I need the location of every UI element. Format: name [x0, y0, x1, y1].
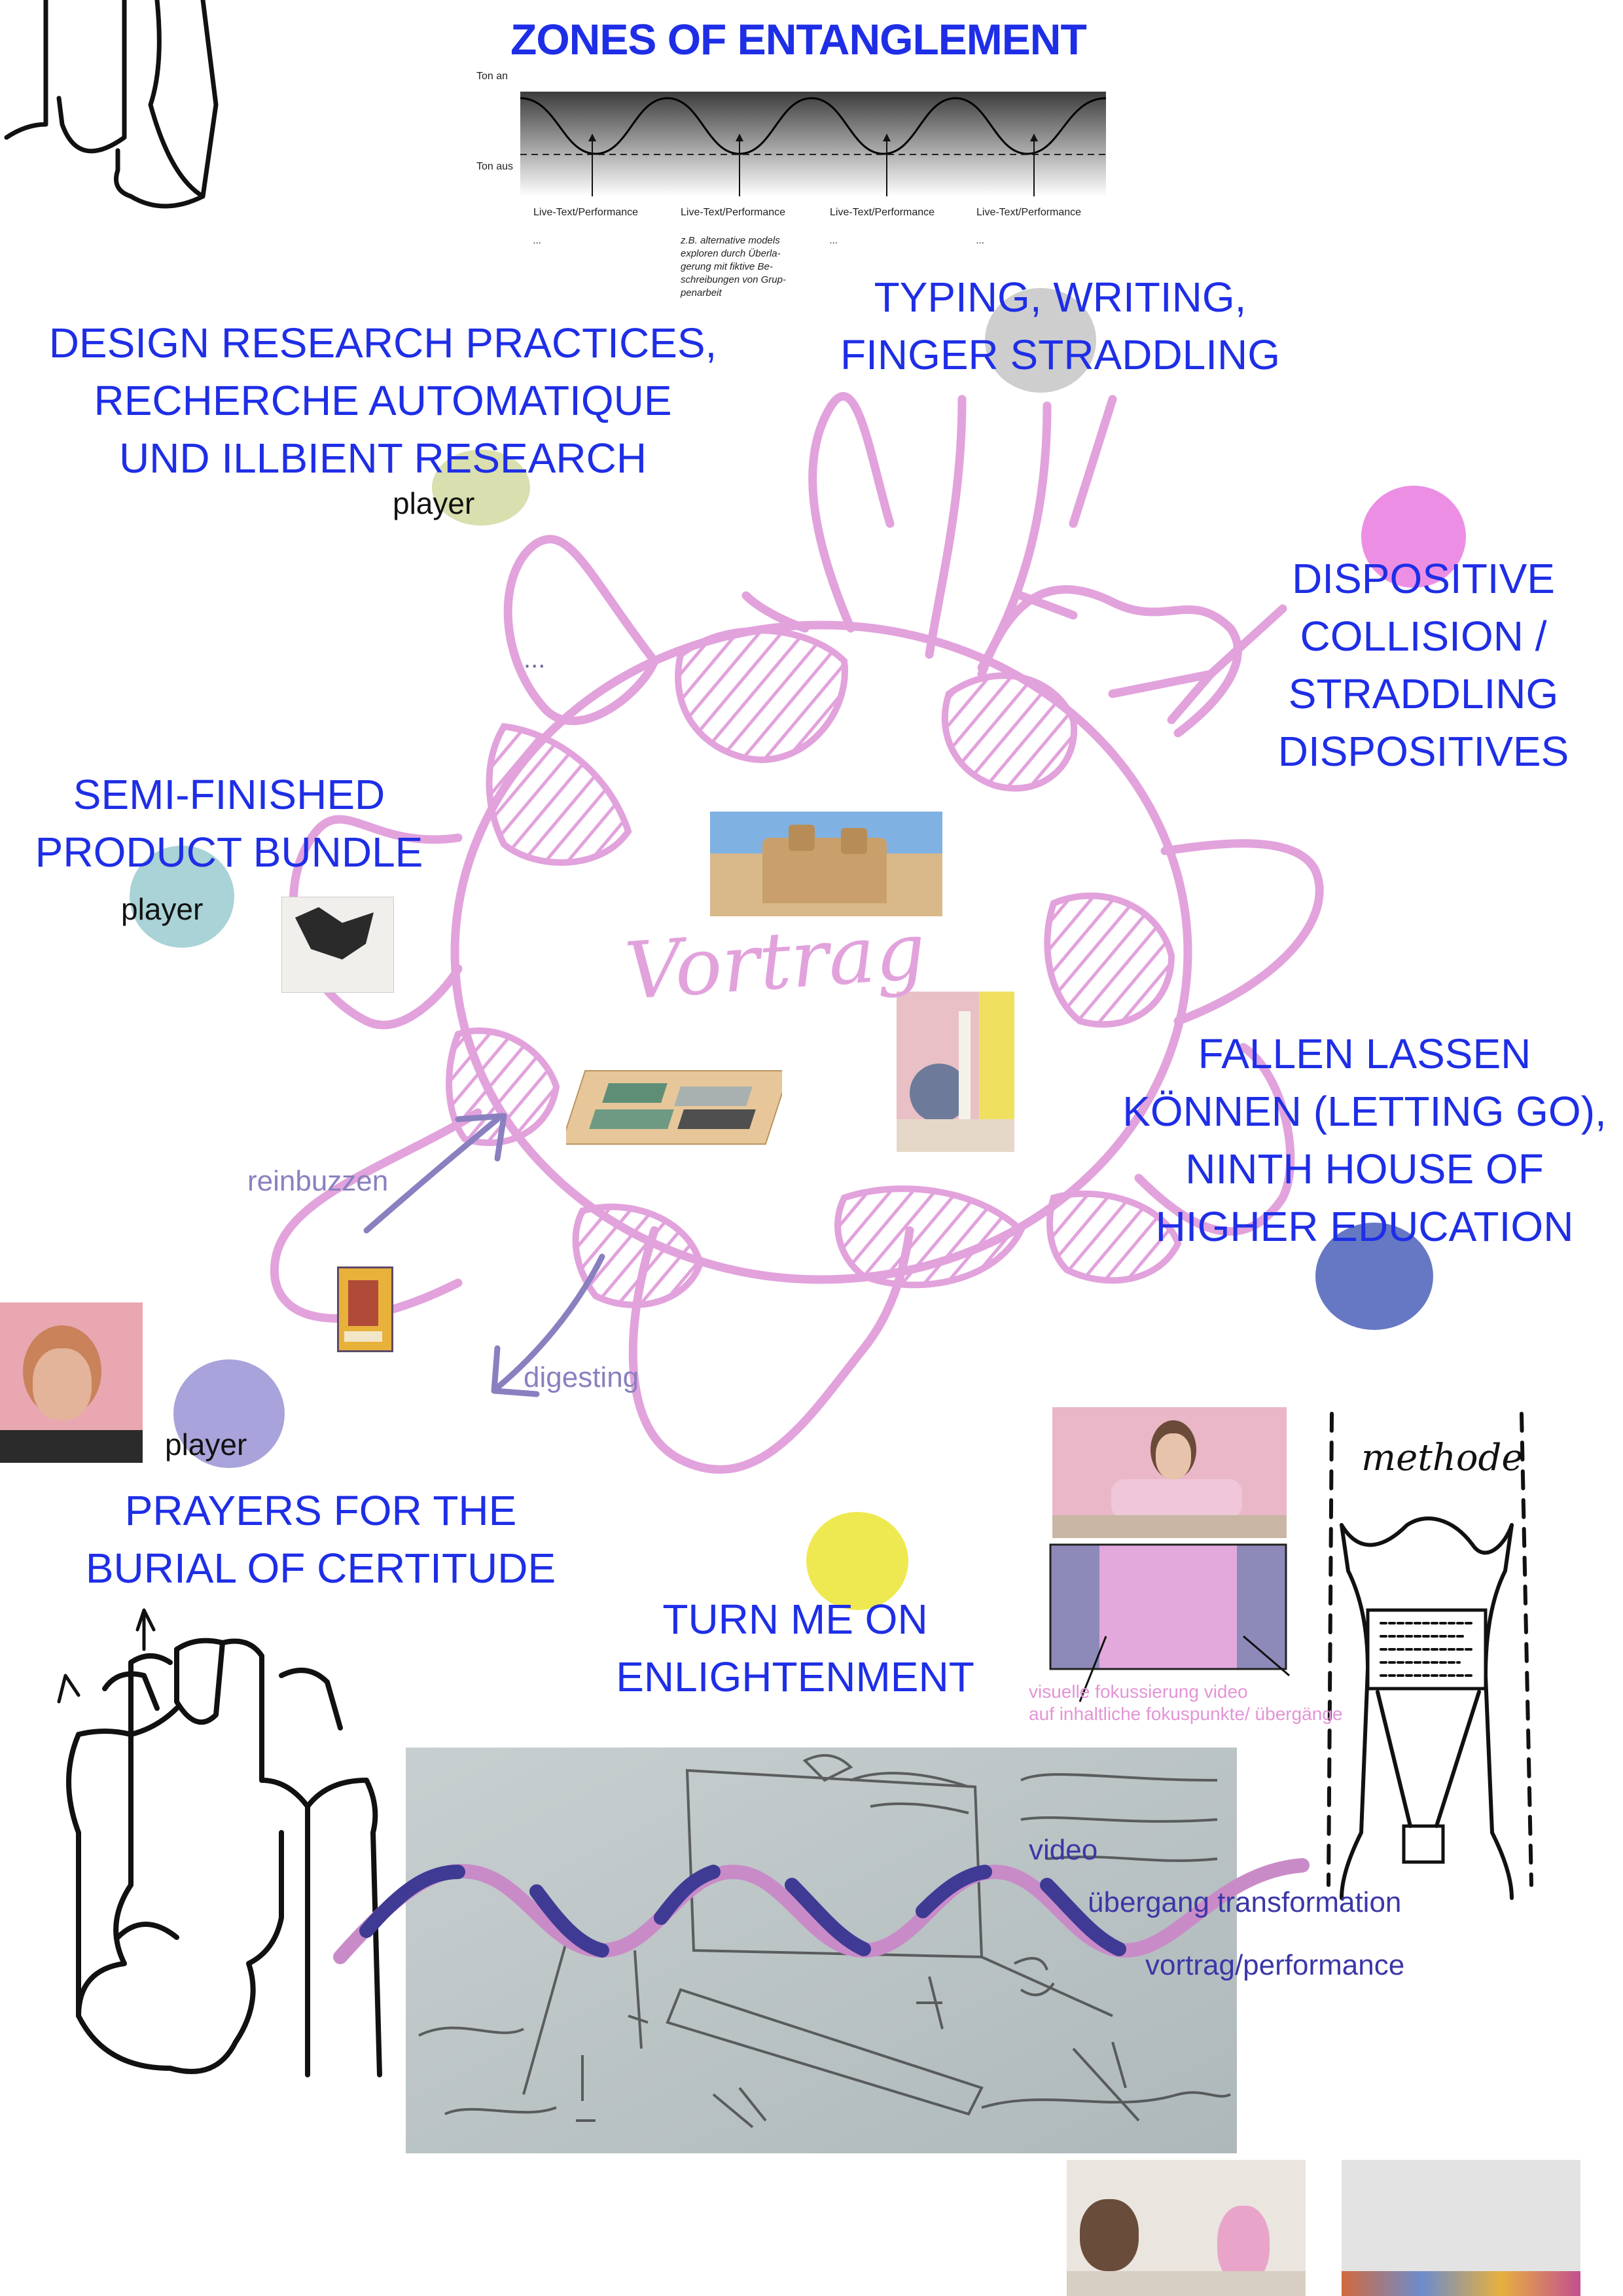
marker-note-1: ... [533, 235, 542, 246]
sandbox-photo [566, 1054, 782, 1145]
video-focus-diagram [1049, 1543, 1290, 1702]
wave-dark-6 [1040, 1878, 1126, 1956]
dot-grey [985, 288, 1096, 393]
tarot-card-photo [337, 1266, 393, 1352]
reinbuzzen-arrow [363, 1116, 501, 1234]
hatched-petals [446, 627, 1182, 1308]
corner-column-sketch [4, 0, 219, 209]
whiteboard-photo [406, 1748, 1237, 2153]
workshop-photo-1 [1067, 2160, 1306, 2296]
caption-prayers: PRAYERS FOR THE BURIAL OF CERTITUDE [85, 1487, 556, 1592]
wave-dark-1 [359, 1865, 465, 1938]
methode-sketch [1327, 1412, 1533, 1900]
wave-label-transition: übergang transformation [1088, 1886, 1402, 1918]
video-focus-caption: visuelle fokussierung video auf inhaltli… [1029, 1681, 1343, 1724]
columns-sketch [57, 1608, 382, 2077]
wave-dark-4 [785, 1878, 871, 1956]
digesting-label: digesting [524, 1361, 639, 1393]
digesting-arrow [494, 1253, 605, 1391]
flow-arrows [363, 1113, 605, 1397]
ink-card-photo [281, 897, 394, 993]
dot-green [432, 450, 530, 526]
ellipsis-label: ... [524, 645, 546, 673]
dot-lavender [173, 1359, 285, 1468]
woman-portrait-photo [0, 1302, 143, 1463]
marker-note-3: ... [830, 235, 838, 246]
player-label-1: player [393, 486, 475, 520]
page-title: ZONES OF ENTANGLEMENT [510, 15, 1087, 63]
player-label-2: player [121, 892, 204, 926]
dot-teal [130, 846, 234, 948]
tone-chart [520, 92, 1107, 196]
caption-semi-finished: SEMI-FINISHED PRODUCT BUNDLE [35, 771, 423, 876]
wave-label-performance: vortrag/performance [1145, 1949, 1405, 1981]
dot-yellow [806, 1512, 908, 1610]
wave-dark-3 [654, 1865, 721, 1925]
methode-label: methode [1361, 1437, 1524, 1479]
tone-on-label: Ton an [476, 71, 508, 82]
dot-pink [1361, 486, 1466, 588]
caption-fallen-lassen: FALLEN LASSEN KÖNNEN (LETTING GO), NINTH… [1122, 1030, 1607, 1250]
wave-dark-2 [529, 1884, 609, 1958]
seated-woman-photo [1052, 1407, 1287, 1538]
marker-label-2: Live-Text/Performance [681, 207, 786, 218]
sandcastle-photo [710, 812, 942, 916]
marker-label-4: Live-Text/Performance [976, 207, 1082, 218]
caption-design-research: DESIGN RESEARCH PRACTICES, RECHERCHE AUT… [48, 319, 717, 482]
room-photo [897, 992, 1014, 1152]
player-label-3: player [165, 1427, 247, 1462]
reinbuzzen-label: reinbuzzen [247, 1165, 389, 1197]
marker-note-4: ... [976, 235, 985, 246]
caption-turn-me-on: TURN ME ON ENLIGHTENMENT [616, 1596, 974, 1700]
dot-blue [1315, 1223, 1433, 1330]
wave-label-video: video [1029, 1834, 1098, 1866]
tone-wave [520, 97, 1107, 155]
caption-dispositive: DISPOSITIVE COLLISION / STRADDLING DISPO… [1277, 555, 1569, 775]
color-dots [130, 288, 1466, 1610]
marker-label-3: Live-Text/Performance [830, 207, 935, 218]
marker-label-1: Live-Text/Performance [533, 207, 639, 218]
wave-dark-5 [916, 1865, 992, 1918]
transition-wave [333, 1858, 1310, 1964]
caption-typing: TYPING, WRITING, FINGER STRADDLING [840, 274, 1281, 378]
tone-off-label: Ton aus [476, 161, 514, 172]
workshop-photo-2 [1342, 2160, 1580, 2296]
vortrag-flower-sketch [270, 392, 1324, 1474]
marker-note-2: z.B. alternative models exploren durch Ü… [681, 235, 786, 298]
